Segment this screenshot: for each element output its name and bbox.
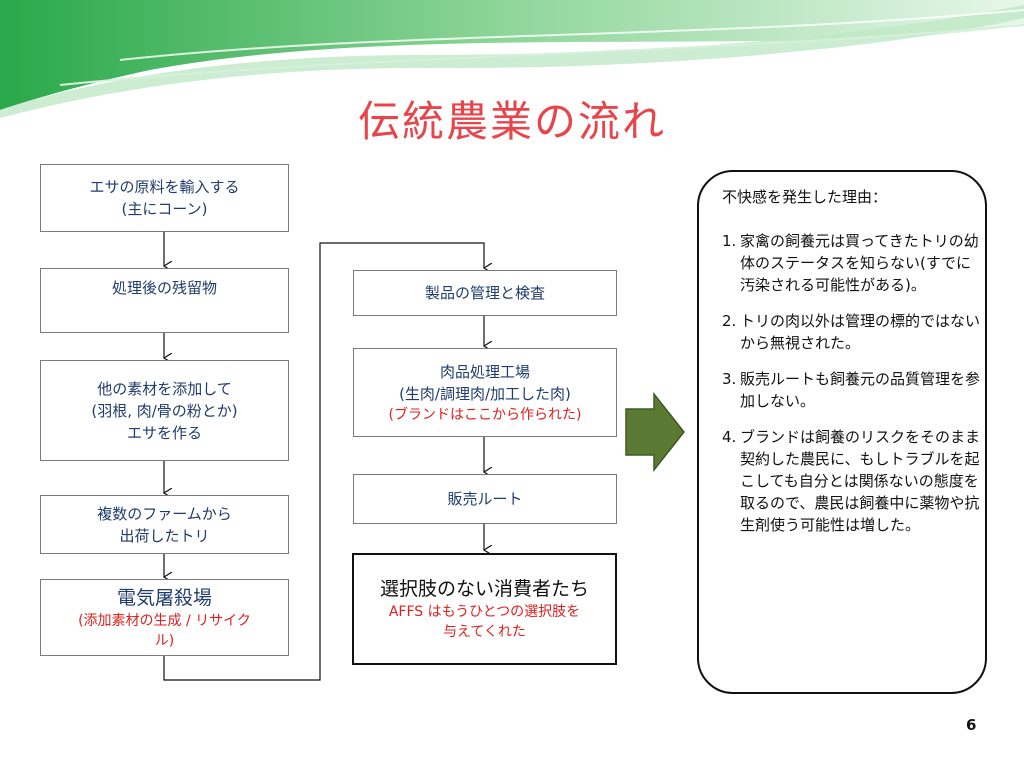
box-note: (ブランドはここから作られた) <box>388 406 582 423</box>
box-label: 販売ルート <box>447 490 523 508</box>
reasons-panel <box>697 170 987 694</box>
box-label: (羽根, 肉/骨の粉とか) <box>91 401 238 420</box>
reason-number: 4. <box>722 428 737 446</box>
right-arrow-icon <box>625 391 685 473</box>
box-note: 与えてくれた <box>443 624 526 640</box>
box-note: ル) <box>154 632 175 649</box>
reason-number: 1. <box>722 232 737 250</box>
header-wave-decoration <box>0 0 1024 118</box>
page-number: 6 <box>966 716 977 734</box>
flow-box-sales-route: 販売ルート <box>353 474 617 524</box>
reason-item: 3. 販売ルートも飼養元の品質管理を参加しない。 <box>722 368 984 412</box>
reason-text: ブランドは飼養のリスクをそのまま契約した農民に、もしトラブルを起こしても自分とは… <box>740 428 981 534</box>
flow-box-import-feed: エサの原料を輸入する (主にコーン) <box>40 164 289 232</box>
flow-box-make-feed: 他の素材を添加して (羽根, 肉/骨の粉とか) エサを作る <box>40 360 289 461</box>
flow-box-slaughterhouse: 電気屠殺場 (添加素材の生成 / リサイク ル) <box>40 579 289 656</box>
flow-box-inspection: 製品の管理と検査 <box>353 270 617 316</box>
box-label: 肉品処理工場 <box>439 362 530 381</box>
flow-box-ship-birds: 複数のファームから 出荷したトリ <box>40 495 289 554</box>
reason-text: 家禽の飼養元は買ってきたトリの幼体のステータスを知らない(すでに汚染される可能性… <box>740 232 979 294</box>
flow-box-processing-plant: 肉品処理工場 (生肉/調理肉/加工した肉) (ブランドはここから作られた) <box>353 348 617 437</box>
reasons-text: 不快感を発生した理由： 1. 家禽の飼養元は買ってきたトリの幼体のステータスを知… <box>722 186 984 536</box>
box-label: エサの原料を輸入する <box>89 178 240 196</box>
box-label: 複数のファームから <box>97 504 232 523</box>
box-label: 他の素材を添加して <box>97 379 232 398</box>
reason-number: 3. <box>722 370 737 388</box>
box-label: 処理後の残留物 <box>111 279 217 297</box>
reason-number: 2. <box>722 312 737 330</box>
reason-item: 4. ブランドは飼養のリスクをそのまま契約した農民に、もしトラブルを起こしても自… <box>722 426 984 536</box>
reason-item: 2. トリの肉以外は管理の標的ではないから無視された。 <box>722 310 984 354</box>
box-label: 選択肢のない消費者たち <box>379 578 589 600</box>
reason-text: トリの肉以外は管理の標的ではないから無視された。 <box>740 312 981 352</box>
reason-item: 1. 家禽の飼養元は買ってきたトリの幼体のステータスを知らない(すでに汚染される… <box>722 230 984 296</box>
flow-box-consumers: 選択肢のない消費者たち AFFS はもうひとつの選択肢を 与えてくれた <box>352 553 617 665</box>
box-label: 電気屠殺場 <box>116 586 212 609</box>
box-label: (生肉/調理肉/加工した肉) <box>399 384 571 403</box>
flow-box-residue: 処理後の残留物 <box>40 268 289 333</box>
box-label: エサを作る <box>126 423 202 442</box>
box-note: (添加素材の生成 / リサイク <box>78 612 251 629</box>
reasons-heading: 不快感を発生した理由： <box>722 188 888 206</box>
box-note: AFFS はもうひとつの選択肢を <box>388 604 581 620</box>
box-label: 出荷したトリ <box>119 526 210 545</box>
box-label: (主にコーン) <box>121 200 208 218</box>
box-label: 製品の管理と検査 <box>424 284 545 302</box>
reason-text: 販売ルートも飼養元の品質管理を参加しない。 <box>740 370 981 410</box>
slide-title: 伝統農業の流れ <box>357 97 666 146</box>
